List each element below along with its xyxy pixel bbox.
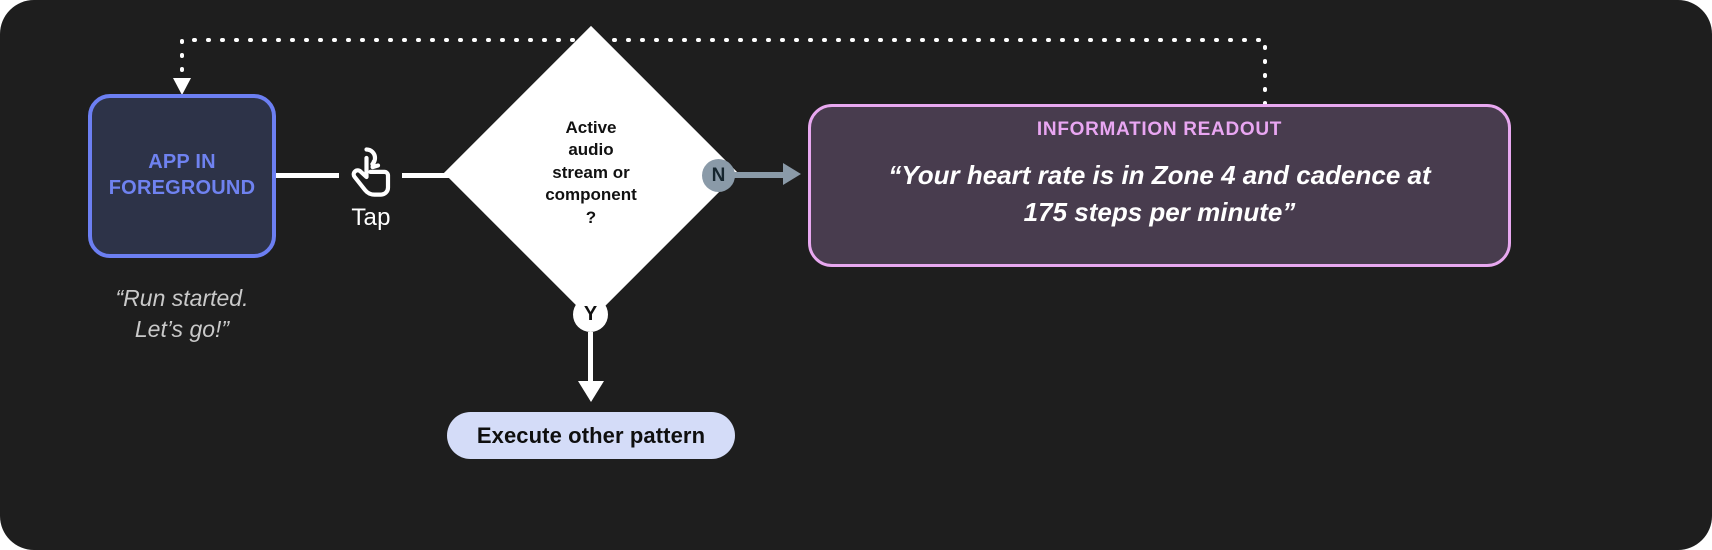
gesture-tap-group[interactable]: Tap	[340, 146, 402, 232]
connector-decision-to-yes-badge	[588, 277, 593, 299]
node-app-in-foreground[interactable]: APP IN FOREGROUND	[88, 94, 276, 258]
app-node-caption: “Run started. Let’s go!”	[115, 285, 249, 342]
connector-yes-to-execute	[588, 332, 593, 384]
node-information-readout[interactable]: INFORMATION READOUT “Your heart rate is …	[808, 104, 1511, 267]
arrowhead-into-execute	[578, 381, 604, 402]
tap-hand-icon	[351, 147, 391, 197]
node-execute-other-pattern[interactable]: Execute other pattern	[447, 412, 735, 459]
feedback-loop-arrowhead	[173, 78, 191, 95]
connector-no-to-readout	[734, 172, 786, 178]
decision-node-label: Active audio stream or component ?	[545, 117, 637, 227]
arrowhead-into-readout	[783, 163, 801, 185]
branch-badge-no[interactable]: N	[702, 159, 735, 192]
readout-body-text: “Your heart rate is in Zone 4 and cadenc…	[888, 160, 1431, 227]
connector-tap-to-decision	[402, 173, 470, 178]
readout-title: INFORMATION READOUT	[1036, 119, 1283, 140]
node-decision-active-audio[interactable]: Active audio stream or component ?	[443, 25, 739, 321]
feedback-loop-path	[180, 38, 1267, 106]
app-node-label: APP IN FOREGROUND	[108, 151, 256, 199]
connector-app-to-tap	[276, 173, 339, 178]
branch-badge-yes[interactable]: Y	[573, 297, 608, 332]
gesture-tap-label: Tap	[351, 204, 391, 231]
